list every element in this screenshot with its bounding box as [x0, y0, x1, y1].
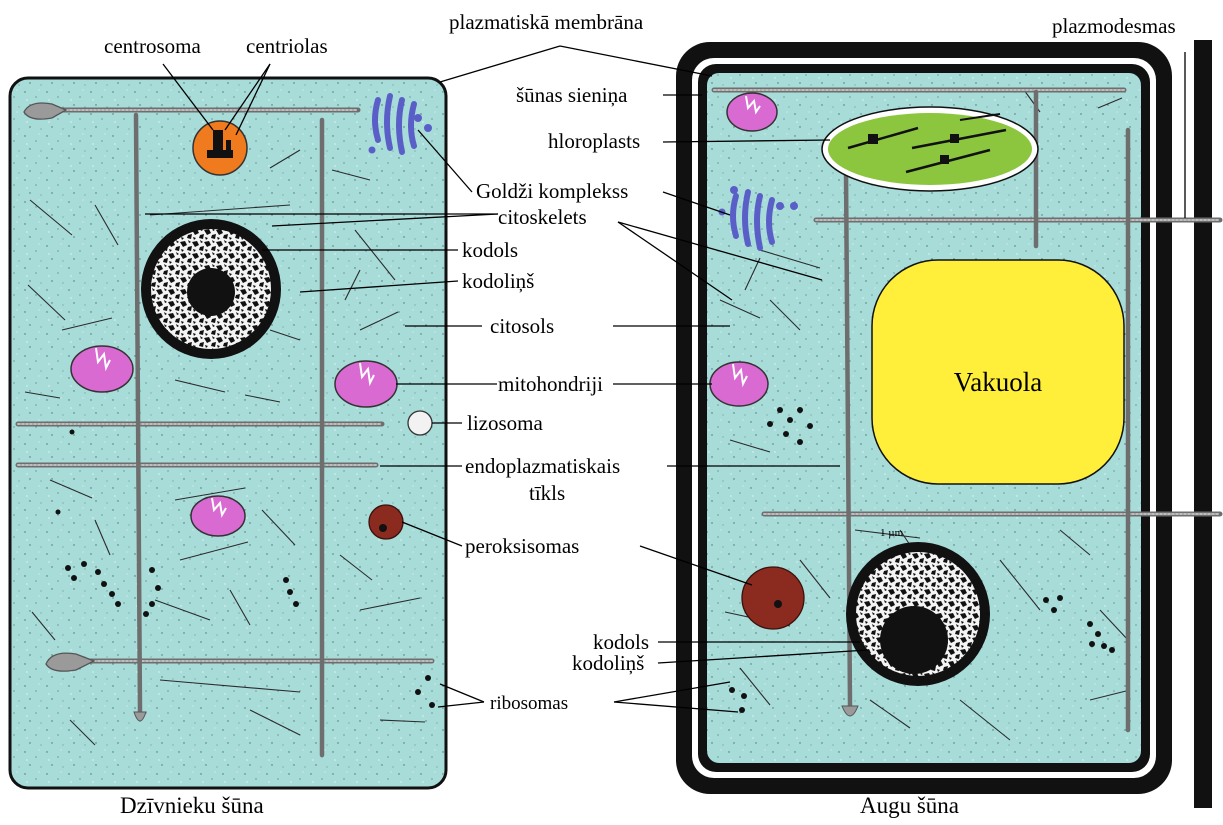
label-plazmodesmas: plazmodesmas — [1052, 14, 1176, 38]
label-mitohondriji: mitohondriji — [498, 372, 603, 396]
chloroplast — [822, 107, 1038, 191]
plant-cell: 1 µm — [676, 40, 1220, 808]
label-kodols: kodols — [462, 238, 518, 262]
animal-cell — [10, 78, 446, 788]
scale-label: 1 µm — [880, 527, 904, 539]
label-tikls: tīkls — [529, 481, 565, 505]
plant-nucleus — [846, 542, 990, 686]
label-sunas-sienina: šūnas sieniņa — [516, 83, 628, 107]
label-centrosoma: centrosoma — [104, 34, 201, 58]
label-citosols: citosols — [490, 314, 554, 338]
label-citoskelets: citoskelets — [498, 205, 587, 229]
animal-peroxisome — [369, 505, 403, 539]
label-peroksisomas: peroksisomas — [465, 534, 579, 558]
label-kodolins: kodoliņš — [462, 269, 534, 293]
caption-plant: Augu šūna — [860, 793, 959, 818]
label-plazmatiska-membrana: plazmatiskā membrāna — [449, 10, 644, 34]
label-ribosomas: ribosomas — [490, 693, 568, 714]
label-lizosoma: lizosoma — [467, 411, 543, 435]
label-centriolas: centriolas — [246, 34, 328, 58]
animal-nucleus — [141, 219, 281, 359]
label-vakuola: Vakuola — [954, 367, 1042, 397]
lysosome — [408, 411, 432, 435]
label-kodolins-plant: kodoliņš — [572, 651, 644, 675]
label-goldzi-komplekss: Goldži komplekss — [476, 179, 628, 203]
plasmodesma — [1194, 40, 1212, 808]
label-endoplazmatiskais: endoplazmatiskais — [465, 454, 620, 478]
caption-animal: Dzīvnieku šūna — [120, 793, 264, 818]
plant-peroxisome — [742, 567, 804, 629]
label-hloroplasts: hloroplasts — [548, 129, 640, 153]
